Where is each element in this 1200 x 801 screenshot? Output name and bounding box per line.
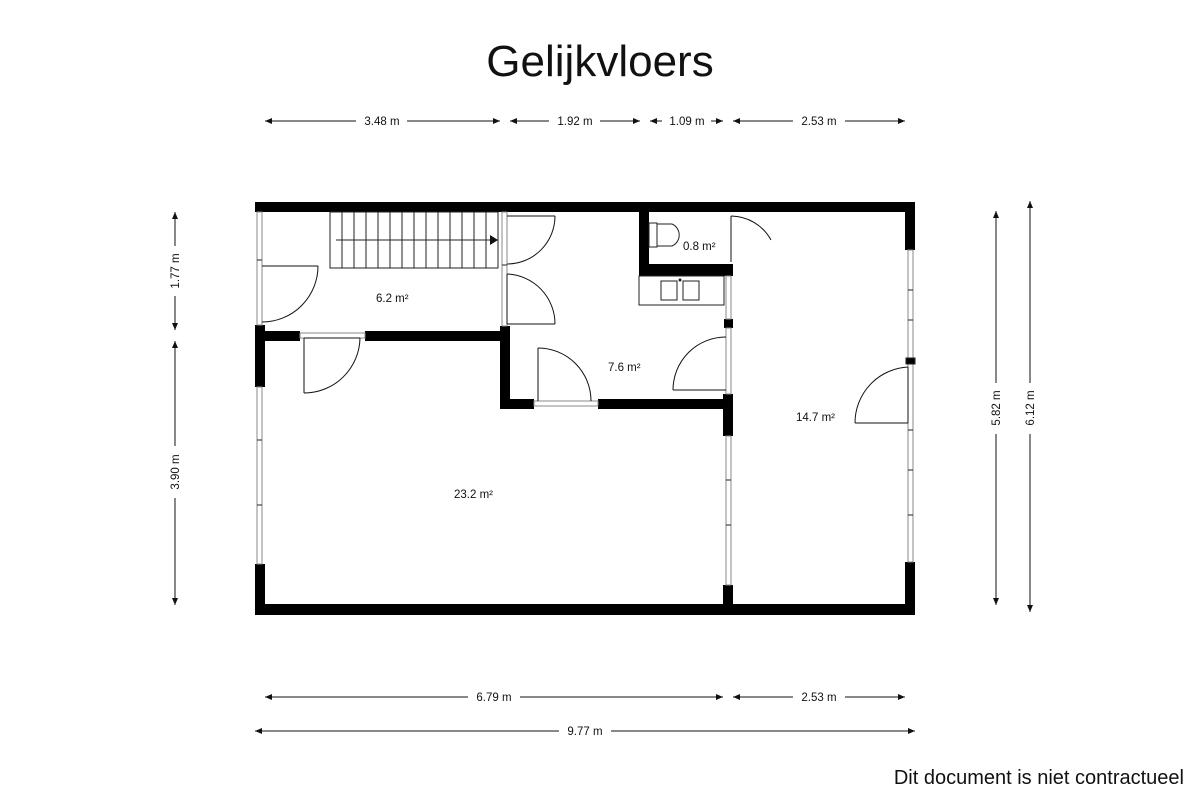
walls	[255, 202, 915, 615]
page-title: Gelijkvloers	[486, 37, 713, 86]
dimension-top-3: 1.09 m	[650, 116, 723, 128]
door-living-entry	[303, 337, 361, 394]
door-right-outside	[854, 366, 909, 424]
dimension-bottom-1: 6.79 m	[265, 692, 723, 704]
dimension-right-1: 5.82 m	[991, 211, 1003, 605]
dimension-label: 1.92 m	[557, 116, 592, 128]
door-hall-upper	[506, 215, 556, 265]
window-left-lower	[256, 386, 263, 565]
dimension-bottom-2: 2.53 m	[733, 692, 905, 704]
dimension-total-width: 9.77 m	[255, 726, 915, 738]
dimension-left-2: 3.90 m	[170, 341, 182, 605]
staircase	[329, 211, 499, 269]
dimension-label: 6.12 m	[1025, 390, 1037, 425]
room-area-toilet: 0.8 m²	[683, 241, 716, 253]
dimension-label: 1.77 m	[170, 253, 182, 288]
window-partition-lower	[725, 435, 732, 586]
dimension-label: 3.48 m	[364, 116, 399, 128]
window-partition-right	[725, 275, 732, 320]
door-frame-bottom	[533, 400, 599, 407]
room-area-living: 23.2 m²	[454, 489, 493, 501]
stair-arrow-icon	[490, 235, 498, 245]
right-dimensions: 5.82 m 6.12 m	[991, 201, 1037, 612]
dimension-label: 9.77 m	[567, 726, 602, 738]
dimension-top-1: 3.48 m	[265, 116, 500, 128]
sink-fixture	[638, 275, 725, 306]
left-dimensions: 1.77 m 3.90 m	[170, 212, 182, 605]
room-area-entrance: 6.2 m²	[376, 293, 409, 305]
dimension-label: 1.09 m	[669, 116, 704, 128]
dimension-top-4: 2.53 m	[733, 116, 905, 128]
door-toilet	[730, 215, 772, 262]
window-left-upper	[256, 211, 263, 326]
disclaimer-note: Dit document is niet contractueel	[894, 767, 1184, 789]
door-entrance	[261, 265, 319, 323]
dimension-label: 5.82 m	[991, 390, 1003, 425]
dimension-left-1: 1.77 m	[170, 212, 182, 330]
dimension-label: 2.53 m	[801, 692, 836, 704]
top-dimensions: 3.48 m 1.92 m 1.09 m 2.53 m	[265, 116, 905, 128]
windows	[256, 211, 916, 586]
door-frame-top	[299, 332, 366, 339]
dimension-label: 2.53 m	[801, 116, 836, 128]
door-hall-lower	[506, 273, 556, 325]
door-living-hall	[537, 347, 592, 402]
toilet-fixture	[648, 222, 680, 248]
dimension-right-2: 6.12 m	[1025, 201, 1037, 612]
room-area-hallway: 7.6 m²	[608, 362, 641, 374]
doors	[261, 215, 909, 424]
bottom-dimensions: 6.79 m 2.53 m 9.77 m	[255, 692, 915, 738]
dimension-label: 3.90 m	[170, 454, 182, 489]
window-hall-left	[501, 211, 508, 327]
dimension-top-2: 1.92 m	[510, 116, 640, 128]
window-partition-mid	[725, 327, 732, 395]
dimension-label: 6.79 m	[476, 692, 511, 704]
room-area-right: 14.7 m²	[796, 412, 835, 424]
door-right-room	[672, 336, 727, 391]
